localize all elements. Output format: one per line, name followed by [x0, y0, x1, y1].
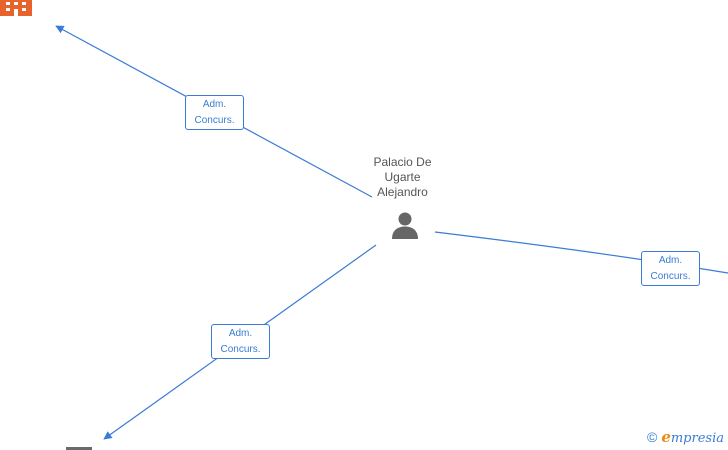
- edge-label-line-1: Adm.: [658, 255, 683, 266]
- edge-label-line-2: Concurs.: [650, 271, 691, 282]
- brand-rest: mpresia: [670, 431, 724, 446]
- person-name[interactable]: Palacio De Ugarte Alejandro: [355, 155, 450, 200]
- edge-label-right[interactable]: Adm. Concurs.: [641, 251, 700, 286]
- company-building-icon-bottom[interactable]: [66, 447, 92, 450]
- brand-initial: e: [661, 428, 671, 446]
- edge-label-line-1: Adm.: [228, 328, 253, 339]
- person-icon[interactable]: [390, 210, 420, 240]
- edge-label-bottom-left[interactable]: Adm. Concurs.: [211, 324, 270, 359]
- person-name-line-1: Palacio De: [373, 155, 432, 169]
- edge-label-line-2: Concurs.: [220, 344, 261, 355]
- copyright-symbol: ©: [646, 429, 658, 445]
- person-name-line-2: Ugarte: [384, 170, 421, 184]
- brand-logo: empresia: [661, 428, 724, 446]
- company-building-icon[interactable]: [0, 0, 32, 16]
- edge-label-line-1: Adm.: [202, 99, 227, 110]
- edge-label-top-left[interactable]: Adm. Concurs.: [185, 95, 244, 130]
- edge-label-line-2: Concurs.: [194, 115, 235, 126]
- footer-brand[interactable]: © empresia: [647, 428, 724, 446]
- person-name-line-3: Alejandro: [377, 185, 428, 199]
